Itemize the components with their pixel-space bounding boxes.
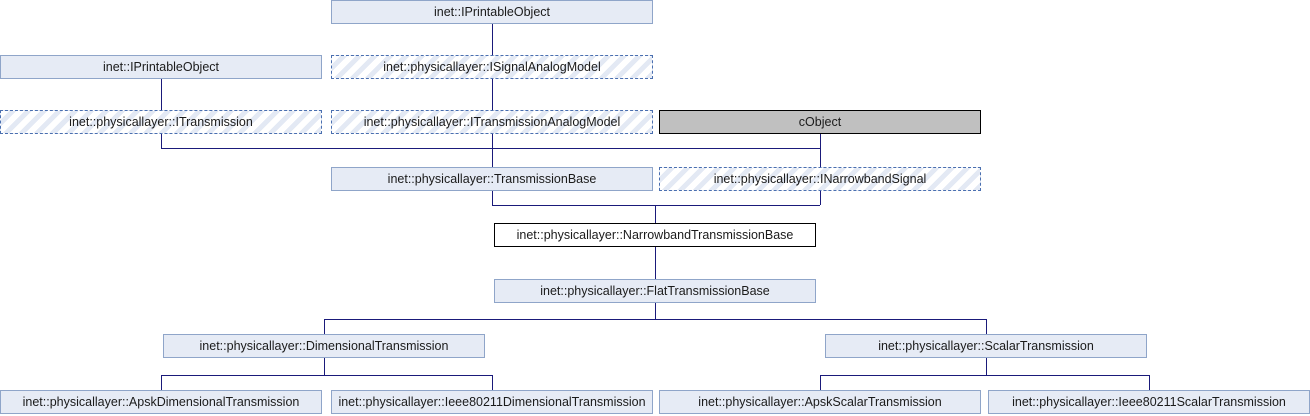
edge-segment-vertical — [655, 205, 656, 223]
class-node-scalartransmission[interactable]: inet::physicallayer::ScalarTransmission — [825, 334, 1147, 358]
class-node-iprintableobject_top[interactable]: inet::IPrintableObject — [331, 0, 653, 24]
edge-segment-vertical — [655, 303, 656, 319]
edge-segment-vertical — [324, 319, 325, 334]
class-node-itransmission[interactable]: inet::physicallayer::ITransmission — [0, 110, 322, 134]
edge-segment-horizontal — [492, 205, 820, 206]
edge-segment-vertical — [986, 358, 987, 375]
class-node-flattransmissionbase[interactable]: inet::physicallayer::FlatTransmissionBas… — [494, 279, 816, 303]
edge-segment-vertical — [492, 191, 493, 205]
class-node-dimensionaltransmission[interactable]: inet::physicallayer::DimensionalTransmis… — [163, 334, 485, 358]
edge-segment-vertical — [492, 148, 493, 167]
class-node-apskscalartransmission[interactable]: inet::physicallayer::ApskScalarTransmiss… — [659, 390, 981, 414]
edge-segment-vertical — [161, 375, 162, 390]
edge-segment-vertical — [492, 24, 493, 55]
edge-segment-horizontal — [161, 148, 820, 149]
edge-segment-vertical — [820, 134, 821, 167]
edge-segment-vertical — [986, 319, 987, 334]
class-node-inarrowbandsignal[interactable]: inet::physicallayer::INarrowbandSignal — [659, 167, 981, 191]
class-node-isignalanalogmodel[interactable]: inet::physicallayer::ISignalAnalogModel — [331, 55, 653, 79]
class-node-narrowbandtransmissionbase[interactable]: inet::physicallayer::NarrowbandTransmiss… — [494, 223, 816, 247]
edge-segment-vertical — [1149, 375, 1150, 390]
edge-segment-vertical — [820, 375, 821, 390]
edge-segment-vertical — [655, 247, 656, 279]
edge-segment-vertical — [161, 79, 162, 110]
edge-segment-vertical — [492, 134, 493, 148]
edge-segment-vertical — [161, 134, 162, 148]
class-node-ieee80211dimensionaltransmission[interactable]: inet::physicallayer::Ieee80211Dimensiona… — [331, 390, 653, 414]
edge-segment-vertical — [492, 375, 493, 390]
class-node-iprintableobject_left[interactable]: inet::IPrintableObject — [0, 55, 322, 79]
class-node-itransmissionanalogmodel[interactable]: inet::physicallayer::ITransmissionAnalog… — [331, 110, 653, 134]
class-node-apskdimensionaltransmission[interactable]: inet::physicallayer::ApskDimensionalTran… — [0, 390, 322, 414]
edge-segment-horizontal — [820, 375, 1149, 376]
class-node-ieee80211scalartransmission[interactable]: inet::physicallayer::Ieee80211ScalarTran… — [988, 390, 1310, 414]
class-node-transmissionbase[interactable]: inet::physicallayer::TransmissionBase — [331, 167, 653, 191]
edge-segment-vertical — [820, 191, 821, 205]
edge-segment-vertical — [324, 358, 325, 375]
class-node-cobject[interactable]: cObject — [659, 110, 981, 134]
edge-segment-vertical — [492, 79, 493, 110]
edge-segment-horizontal — [161, 375, 492, 376]
edge-segment-horizontal — [324, 319, 986, 320]
